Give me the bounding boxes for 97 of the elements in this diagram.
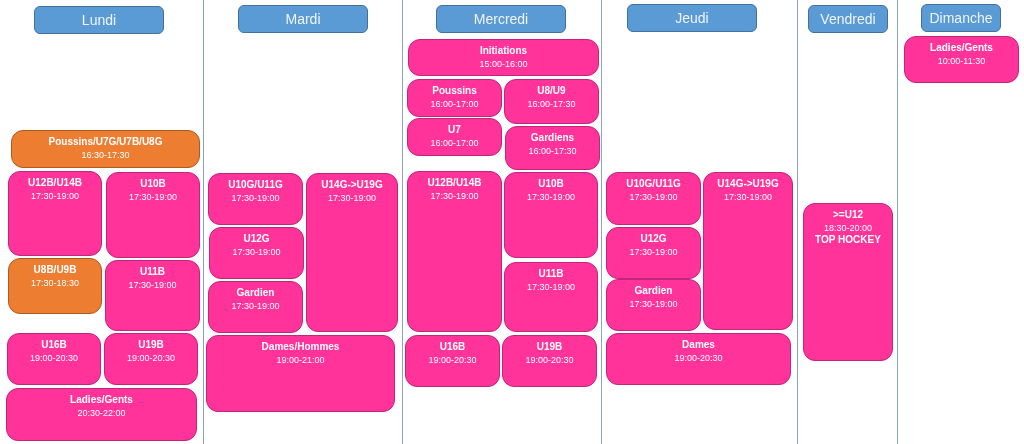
- session-time: 17:30-19:00: [526, 191, 575, 203]
- session-block: [106, 172, 200, 258]
- session-title: Ladies/Gents: [930, 42, 993, 54]
- session-title: U10G/U11G: [626, 178, 681, 190]
- session-block: [504, 262, 598, 332]
- session-title: Dames/Hommes: [261, 341, 340, 353]
- session-time: 16:30-17:30: [81, 149, 130, 161]
- session-title: Initiations: [479, 45, 528, 57]
- day-header: Mardi: [238, 5, 368, 33]
- session-time: 19:00-20:30: [428, 354, 477, 366]
- session-block: [904, 36, 1019, 83]
- session-title: Ladies/Gents: [70, 394, 133, 406]
- session-time: 18:30-20:00: [823, 222, 872, 234]
- session-title: U11B: [538, 268, 564, 280]
- session-title: U12G: [243, 233, 270, 245]
- session-title: U19B: [138, 339, 164, 351]
- session-block: [8, 258, 102, 314]
- session-time: 16:00-17:00: [430, 98, 479, 110]
- session-block: [8, 171, 102, 256]
- session-block: [208, 281, 303, 333]
- session-time: 17:30-19:00: [327, 192, 376, 204]
- session-block: [606, 227, 701, 279]
- session-block: [606, 172, 701, 225]
- session-block: [504, 172, 598, 258]
- session-title: Gardien: [634, 285, 673, 297]
- session-title: Gardiens: [530, 132, 575, 144]
- session-block: [505, 126, 600, 170]
- session-block: [407, 118, 502, 156]
- session-block: [407, 79, 502, 117]
- session-title: U12B/U14B: [28, 177, 82, 189]
- session-title: U8B/U9B: [33, 264, 77, 276]
- session-time: 16:00-17:30: [527, 98, 576, 110]
- session-time: 16:00-17:30: [528, 145, 577, 157]
- session-time: 20:30-22:00: [77, 407, 126, 419]
- session-block: [405, 335, 500, 387]
- session-time: 17:30-19:00: [232, 246, 281, 258]
- session-title: U14G->U19G: [321, 179, 383, 191]
- session-time: 19:00-20:30: [525, 354, 574, 366]
- session-block: [306, 173, 398, 332]
- session-time: 17:30-18:30: [30, 277, 79, 289]
- session-title: Poussins: [432, 85, 477, 97]
- session-title: Poussins/U7G/U7B/U8G: [48, 136, 163, 148]
- session-title: U12B/U14B: [427, 177, 482, 189]
- session-time: 19:00-20:30: [29, 352, 78, 364]
- session-block: [7, 333, 101, 385]
- session-title: U10B: [538, 178, 564, 190]
- session-title: U14G->U19G: [717, 178, 779, 190]
- session-block: [803, 203, 893, 361]
- session-block: [502, 335, 597, 387]
- session-time: 17:30-19:00: [629, 246, 678, 258]
- session-time: 17:30-19:00: [30, 190, 79, 202]
- session-time: 15:00-16:00: [479, 58, 528, 70]
- session-block: [6, 388, 197, 441]
- session-block: [208, 173, 303, 225]
- day-header: Dimanche: [921, 4, 1001, 32]
- session-time: 16:00-17:00: [430, 137, 479, 149]
- session-time: 17:30-19:00: [128, 191, 177, 203]
- session-block: [206, 335, 395, 412]
- session-block: [209, 227, 304, 279]
- session-time: 17:30-19:00: [629, 191, 678, 203]
- day-header: Vendredi: [808, 5, 888, 33]
- session-block: [104, 333, 198, 385]
- session-time: 17:30-19:00: [629, 298, 678, 310]
- session-time: 17:30-19:00: [128, 279, 177, 291]
- session-title: U8/U9: [537, 85, 566, 97]
- session-title: U19B: [536, 341, 563, 353]
- day-header: Jeudi: [627, 4, 757, 32]
- session-title: Dames: [682, 339, 715, 351]
- session-title: U11B: [140, 266, 165, 278]
- session-time: 19:00-20:30: [674, 352, 723, 364]
- session-block: [11, 130, 200, 168]
- session-block: [504, 79, 599, 124]
- session-title: >=U12: [833, 209, 863, 221]
- session-time: 19:00-20:30: [126, 352, 175, 364]
- session-time: 17:30-19:00: [231, 300, 280, 312]
- session-title: Gardien: [236, 287, 275, 299]
- session-title: U12G: [640, 233, 667, 245]
- session-title: U10G/U11G: [228, 179, 283, 191]
- session-time: 19:00-21:00: [276, 354, 325, 366]
- session-time: 17:30-19:00: [430, 190, 479, 202]
- session-time: 17:30-19:00: [723, 191, 772, 203]
- session-title: U16B: [439, 341, 466, 353]
- session-block: [606, 279, 701, 331]
- session-block: [408, 39, 599, 76]
- session-block: [606, 333, 791, 385]
- day-header: Mercredi: [436, 5, 566, 33]
- day-header: Lundi: [34, 6, 164, 34]
- session-time: 17:30-19:00: [526, 281, 575, 293]
- session-note: TOP HOCKEY: [815, 234, 881, 246]
- session-title: U10B: [140, 178, 166, 190]
- session-title: U7: [448, 124, 461, 136]
- session-time: 17:30-19:00: [231, 192, 280, 204]
- session-block: [703, 172, 793, 330]
- session-time: 10:00-11:30: [937, 55, 986, 67]
- session-block: [105, 260, 200, 331]
- session-title: U16B: [41, 339, 67, 351]
- session-block: [407, 171, 502, 332]
